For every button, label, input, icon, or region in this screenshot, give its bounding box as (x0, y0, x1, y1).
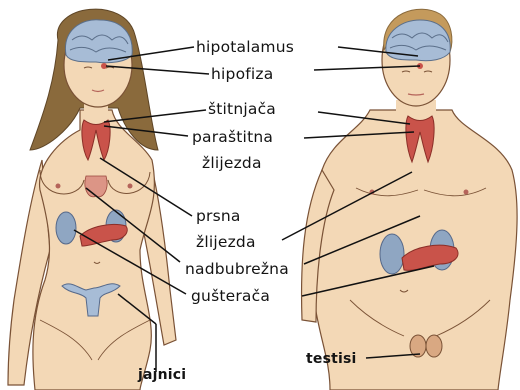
label-gusteraca: gušterača (191, 289, 270, 305)
label-stitnjaca: štitnjača (208, 102, 276, 118)
label-jajnici: jajnici (138, 368, 186, 382)
label-hipotalamus: hipotalamus (196, 40, 294, 56)
female-nipple-left (56, 184, 61, 189)
female-figure (8, 9, 176, 390)
label-zlijezda-parastitna: žlijezda (202, 156, 262, 172)
label-hipofiza: hipofiza (211, 67, 273, 83)
label-parastitna: paraštitna (192, 130, 273, 146)
male-nipple-right (464, 190, 469, 195)
label-testisi: testisi (306, 352, 357, 366)
male-testis-right (426, 335, 442, 357)
label-zlijezda-prsna: žlijezda (196, 235, 256, 251)
label-nadbubrezna: nadbubrežna (185, 262, 289, 278)
male-kidney-left (380, 234, 404, 274)
female-nipple-right (128, 184, 133, 189)
female-thymus (85, 176, 107, 197)
label-prsna: prsna (196, 209, 241, 225)
female-kidney-left (56, 212, 76, 244)
female-torso (33, 110, 155, 390)
